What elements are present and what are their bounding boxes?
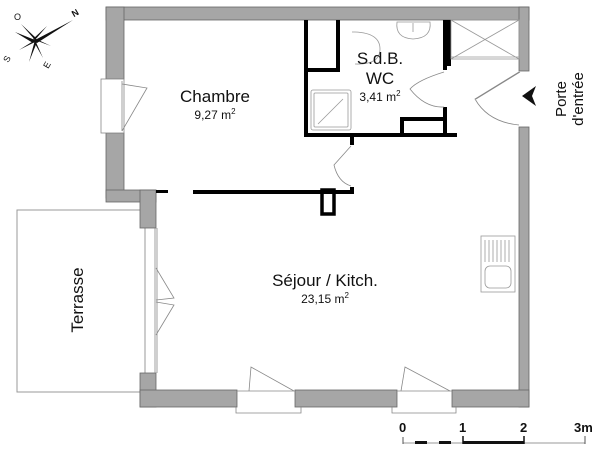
scale-bar: [402, 436, 586, 444]
room-sdb-name-line1: S.d.B.: [356, 49, 404, 68]
door-sdb: [409, 71, 445, 108]
scale-tick-2: 2: [520, 420, 528, 435]
room-sejour-area: 23,15 m2: [301, 291, 349, 306]
room-chambre-area: 9,27 m2: [194, 107, 236, 122]
room-chambre-name: Chambre: [180, 87, 250, 106]
entrance-label: Porte d'entrée: [553, 59, 587, 139]
compass-rose-icon: [15, 20, 73, 62]
bottom-windows: [235, 366, 457, 414]
room-sdb-name-line2: WC: [365, 69, 395, 88]
outer-walls: [105, 6, 530, 408]
sink-sdb: [396, 21, 431, 40]
kitchen-sink: [480, 235, 516, 293]
arrow-pointer-icon: [522, 86, 536, 106]
partitions: [156, 20, 457, 216]
scale-tick-1: 1: [459, 420, 467, 435]
room-terrasse-name: Terrasse: [68, 267, 87, 333]
window-chambre: [100, 78, 148, 134]
toilet: [352, 31, 381, 65]
room-sdb: S.d.B. WC 3,41 m2: [340, 49, 420, 104]
terrace-outline: [16, 209, 146, 393]
shower: [310, 89, 352, 131]
compass-west-label: O: [14, 12, 22, 22]
door-chambre: [333, 145, 352, 187]
entrance-label-line1: Porte: [553, 81, 570, 117]
room-sejour: Séjour / Kitch. 23,15 m2: [250, 271, 400, 306]
entrance-label-line2: d'entrée: [570, 72, 587, 126]
scale-tick-3m: 3m: [574, 420, 593, 435]
entrance-door: [474, 71, 521, 126]
closet-entrance: [450, 19, 520, 60]
terrace-doors: [154, 228, 175, 373]
room-sejour-name: Séjour / Kitch.: [272, 271, 378, 290]
scale-tick-0: 0: [399, 420, 407, 435]
room-sdb-area: 3,41 m2: [359, 89, 401, 104]
room-chambre: Chambre 9,27 m2: [150, 87, 280, 122]
